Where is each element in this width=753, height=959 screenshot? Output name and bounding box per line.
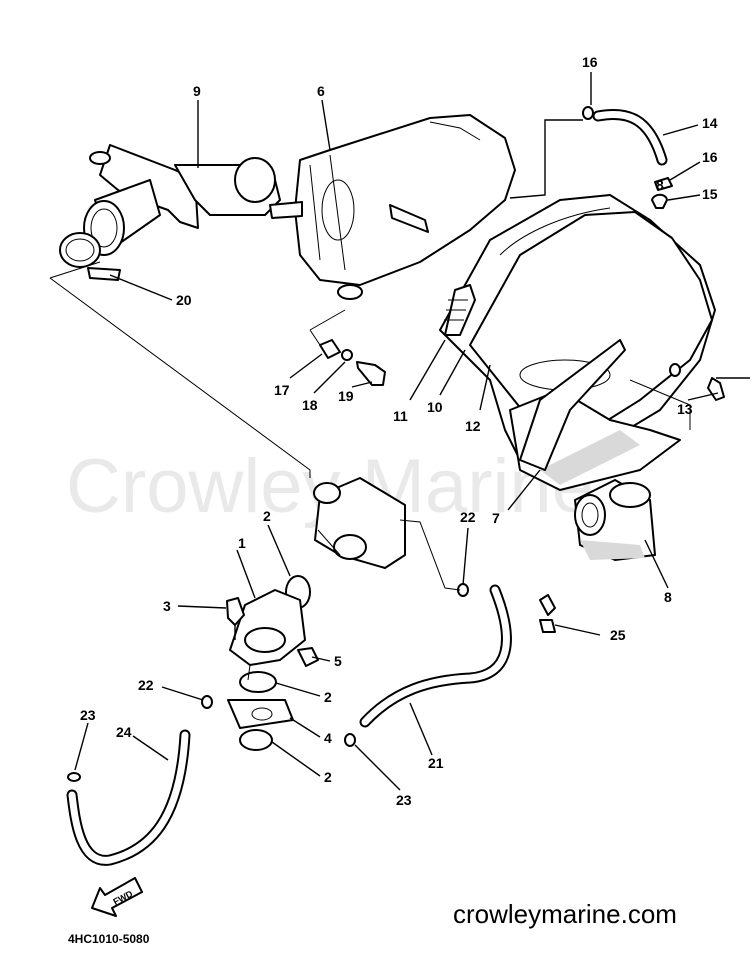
callout-6: 6 — [317, 83, 325, 99]
callout-8: 8 — [656, 177, 664, 193]
cover-screw-part — [707, 377, 750, 401]
callout-16: 16 — [582, 54, 598, 70]
callout-2: 2 — [324, 689, 332, 705]
callout-20: 20 — [176, 292, 192, 308]
gasket-part — [227, 671, 294, 751]
callout-2: 2 — [324, 769, 332, 785]
intake-silencer-part — [59, 144, 281, 281]
callout-22: 22 — [138, 677, 154, 693]
callout-16: 16 — [702, 149, 718, 165]
air-box-cover-part — [439, 194, 716, 491]
callout-24: 24 — [116, 724, 132, 740]
air-box-part — [269, 114, 516, 300]
callout-5: 5 — [334, 653, 342, 669]
callout-1: 1 — [238, 535, 246, 551]
breather-hose-part — [509, 106, 673, 209]
callout-14: 14 — [702, 115, 718, 131]
callout-25: 25 — [610, 627, 626, 643]
callout-23: 23 — [396, 792, 412, 808]
manifold-part — [226, 589, 319, 667]
clip-part — [344, 733, 356, 747]
fuel-hose-part — [359, 584, 512, 728]
callout-4: 4 — [324, 730, 332, 746]
callout-17: 17 — [274, 382, 290, 398]
callout-11: 11 — [393, 408, 408, 424]
callout-10: 10 — [427, 399, 443, 415]
callout-2: 2 — [263, 508, 271, 524]
intake-manifold-part — [313, 477, 406, 569]
assembly-lines — [49, 261, 691, 681]
callout-labels: 1 2 2 2 3 4 5 6 7 8 8 9 10 11 12 13 14 1… — [80, 54, 718, 808]
mounting-hardware-part — [319, 339, 386, 386]
leader-lines — [74, 72, 719, 791]
hose-clip-part — [539, 594, 556, 633]
callout-12: 12 — [465, 418, 481, 434]
callout-21: 21 — [428, 755, 444, 771]
callout-8: 8 — [664, 589, 672, 605]
drain-hose-part — [66, 729, 191, 866]
callout-22: 22 — [460, 509, 476, 525]
callout-7: 7 — [492, 510, 500, 526]
forward-arrow-icon: FWD — [91, 877, 143, 917]
callout-23: 23 — [80, 707, 96, 723]
callout-9: 9 — [193, 83, 201, 99]
callout-13: 13 — [677, 401, 693, 417]
clip-part — [201, 695, 213, 709]
callout-18: 18 — [302, 397, 318, 413]
clip-part — [67, 772, 81, 782]
diagram-code: 4HC1010-5080 — [68, 932, 150, 946]
throttle-joint-part — [574, 479, 656, 561]
callout-3: 3 — [163, 598, 171, 614]
callout-19: 19 — [338, 388, 354, 404]
website-text: crowleymarine.com — [453, 899, 677, 929]
callout-15: 15 — [702, 186, 718, 202]
